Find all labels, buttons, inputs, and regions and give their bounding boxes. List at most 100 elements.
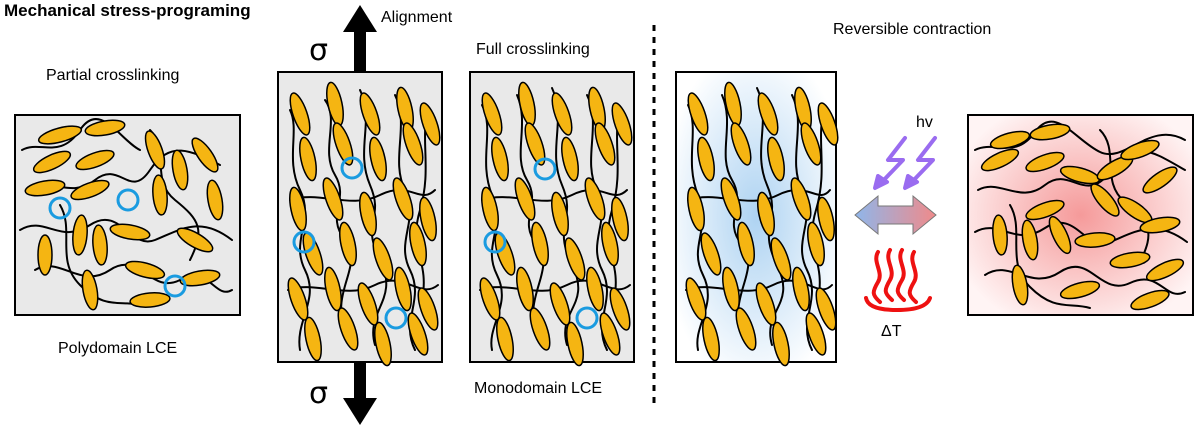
mesogen xyxy=(1025,199,1065,221)
mesogen xyxy=(817,102,839,146)
mesogen xyxy=(496,316,514,362)
panel-polydomain xyxy=(14,114,241,316)
label-delta-t: ΔT xyxy=(881,323,902,340)
mesogen xyxy=(369,136,387,182)
mesogen xyxy=(1074,232,1116,248)
mesogen xyxy=(1145,258,1185,282)
mesogen xyxy=(561,136,579,182)
mesogen xyxy=(394,266,412,312)
mesogen xyxy=(84,119,126,137)
mesogen xyxy=(700,232,722,276)
mesogen xyxy=(372,237,394,281)
mesogen xyxy=(1142,166,1178,194)
label-sigma-top: σ xyxy=(309,33,329,68)
lightning-bolt-icon xyxy=(873,136,937,190)
mesogen xyxy=(551,92,573,136)
heat-waves-icon xyxy=(864,248,932,313)
mesogen xyxy=(720,177,742,221)
label-polydomain-lce: Polydomain LCE xyxy=(58,340,178,357)
mesogen xyxy=(980,148,1020,172)
mesogen xyxy=(757,191,775,237)
mesogen xyxy=(1059,165,1101,185)
mesogen xyxy=(755,282,777,326)
mesogen xyxy=(697,136,715,182)
mesogen xyxy=(531,221,549,267)
mesogen xyxy=(37,234,53,276)
crosslink-circle xyxy=(340,156,364,180)
mesogen xyxy=(815,287,837,331)
crosslink-circle xyxy=(483,230,507,254)
crosslink-circle xyxy=(116,188,140,212)
panel-cold xyxy=(675,71,839,367)
mesogen xyxy=(491,136,509,182)
mesogen xyxy=(402,122,424,166)
mesogen xyxy=(735,307,757,351)
label-alignment: Alignment xyxy=(381,9,453,26)
mesogen xyxy=(337,307,359,351)
mesogen xyxy=(32,150,72,174)
mesogen xyxy=(702,316,720,362)
mesogen xyxy=(70,179,110,201)
mesogen xyxy=(287,277,309,321)
mesogen xyxy=(611,196,629,242)
mesogen xyxy=(1025,151,1065,173)
mesogen xyxy=(770,237,792,281)
mesogen xyxy=(191,137,219,173)
mesogen xyxy=(374,321,392,367)
mesogen xyxy=(730,122,752,166)
label-sigma-bottom: σ xyxy=(309,376,329,411)
mesogen xyxy=(417,287,439,331)
mesogen xyxy=(1139,216,1181,234)
mesogen xyxy=(805,312,827,356)
mesogen xyxy=(611,102,633,146)
mesogen xyxy=(817,196,835,242)
mesogen xyxy=(722,266,740,312)
mesogen xyxy=(687,92,709,136)
mesogen xyxy=(772,321,790,367)
mesogen xyxy=(332,122,354,166)
label-partial-crosslinking: Partial crosslinking xyxy=(46,67,180,84)
label-full-crosslinking: Full crosslinking xyxy=(476,41,590,58)
panel-hot xyxy=(967,114,1194,316)
mesogen xyxy=(737,221,755,267)
crosslink-circle xyxy=(384,306,408,330)
crosslink-circle xyxy=(533,157,557,181)
mesogen xyxy=(324,266,342,312)
mesogen xyxy=(992,214,1008,256)
crosslink-circle xyxy=(575,306,599,330)
mesogen xyxy=(479,277,501,321)
mesogen xyxy=(594,122,616,166)
mesogen xyxy=(564,237,586,281)
mesogen xyxy=(176,227,214,253)
mesogen xyxy=(144,130,166,170)
crosslink-circle xyxy=(292,230,316,254)
mesogen xyxy=(1048,215,1072,255)
mesogen xyxy=(75,149,115,171)
mesogen xyxy=(1029,123,1071,141)
mesogen xyxy=(206,179,224,221)
mesogen xyxy=(1120,139,1160,161)
mesogen xyxy=(339,221,357,267)
mesogen xyxy=(24,179,66,197)
mesogen xyxy=(1011,264,1029,306)
figure-title: Mechanical stress-programing xyxy=(4,1,251,20)
mesogen xyxy=(1090,183,1120,217)
mesogen xyxy=(584,177,606,221)
mesogen xyxy=(800,122,822,166)
mesogen xyxy=(179,269,221,287)
mesogen xyxy=(687,186,705,232)
stress-arrow-bottom xyxy=(343,362,377,425)
mesogen xyxy=(757,92,779,136)
mesogen xyxy=(392,177,414,221)
mesogen xyxy=(37,125,83,145)
mesogen xyxy=(299,136,317,182)
mesogen xyxy=(129,292,171,308)
stress-arrow-top xyxy=(343,5,377,72)
mesogen xyxy=(359,92,381,136)
mesogen xyxy=(304,316,322,362)
mesogen xyxy=(989,130,1031,150)
mesogen xyxy=(529,307,551,351)
mesogen xyxy=(1109,251,1151,269)
label-reversible-contraction: Reversible contraction xyxy=(833,21,992,38)
mesogen xyxy=(767,136,785,182)
